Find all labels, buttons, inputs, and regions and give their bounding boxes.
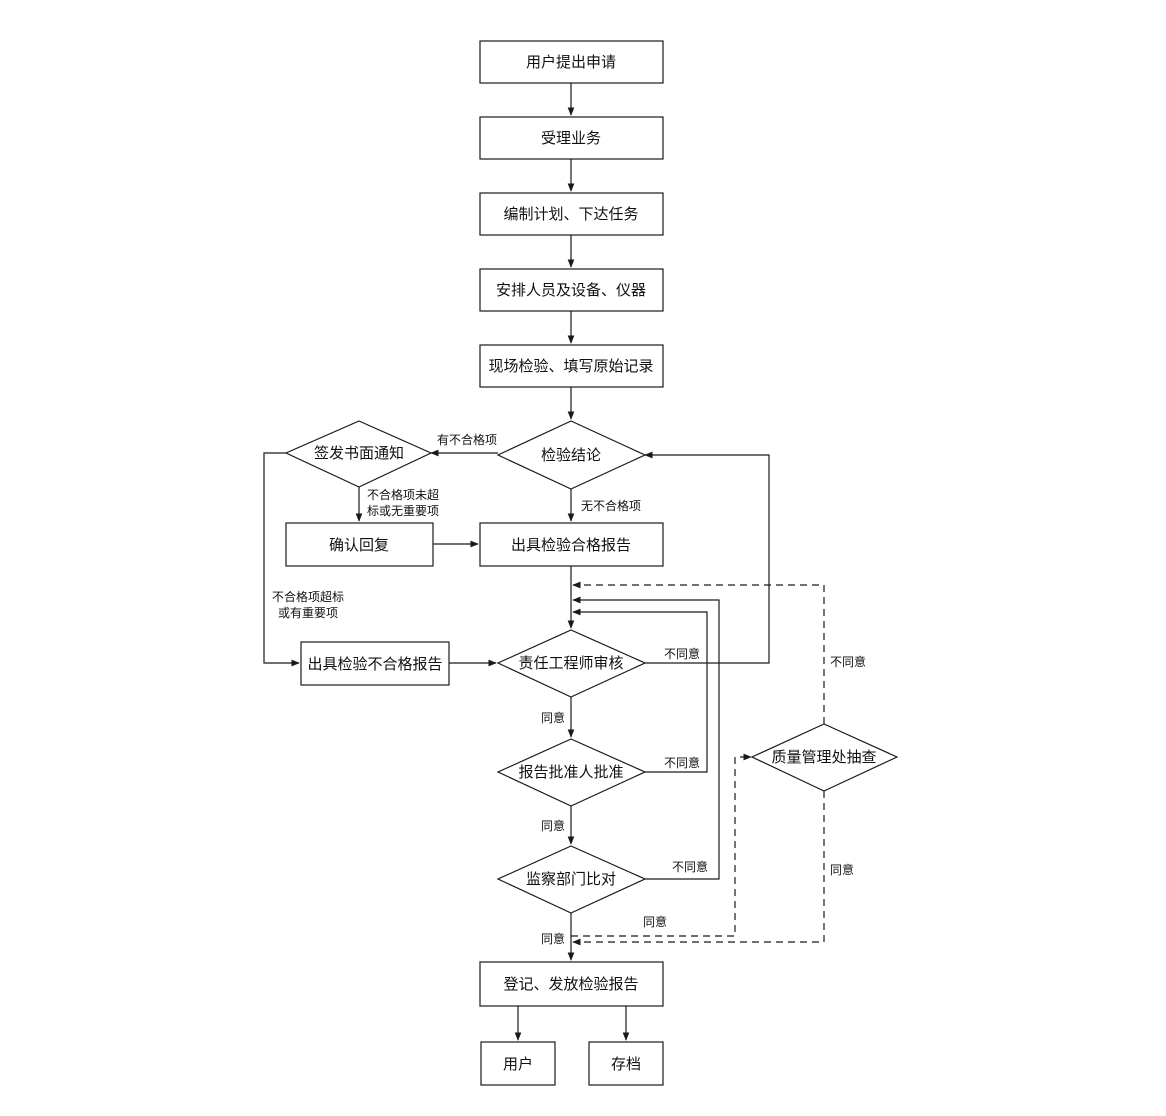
node-quality: 质量管理处抽查	[750, 723, 899, 792]
edges	[263, 83, 825, 1041]
label-disagree-quality: 不同意	[830, 654, 866, 669]
label-has-unqualified: 有不合格项	[437, 432, 497, 447]
nodes: 用户提出申请 受理业务 编制计划、下达任务 安排人员及设备、仪器 现场检验、填写…	[284, 40, 899, 1086]
node-arrange-label: 安排人员及设备、仪器	[496, 281, 646, 299]
node-apply-label: 用户提出申请	[526, 53, 616, 71]
node-archive: 存档	[588, 1041, 664, 1086]
label-major-line1: 不合格项超标	[272, 589, 344, 604]
node-pass-report-label: 出具检验合格报告	[511, 536, 631, 554]
edge-quality-agree	[572, 791, 825, 946]
node-arrange: 安排人员及设备、仪器	[479, 268, 664, 312]
node-notice-label: 签发书面通知	[314, 444, 404, 462]
node-issue-label: 登记、发放检验报告	[503, 975, 638, 993]
label-no-unqualified: 无不合格项	[581, 498, 641, 513]
node-archive-label: 存档	[611, 1055, 641, 1073]
node-engineer-label: 责任工程师审核	[518, 654, 623, 672]
node-quality-label: 质量管理处抽查	[771, 748, 876, 766]
node-supervision: 监察部门比对	[496, 845, 647, 914]
node-conclusion-label: 检验结论	[541, 446, 601, 464]
label-disagree-approver: 不同意	[664, 755, 700, 770]
node-user-label: 用户	[503, 1055, 533, 1073]
edge-supervision-disagree	[572, 596, 720, 880]
label-agree-engineer: 同意	[541, 710, 565, 725]
label-minor-line1: 不合格项未超	[367, 487, 439, 502]
node-plan: 编制计划、下达任务	[479, 192, 664, 236]
node-conclusion: 检验结论	[496, 420, 647, 490]
label-disagree-engineer: 不同意	[664, 646, 700, 661]
node-accept-label: 受理业务	[541, 129, 601, 147]
label-disagree-supervision: 不同意	[672, 859, 708, 874]
node-accept: 受理业务	[479, 116, 664, 160]
node-confirm: 确认回复	[285, 522, 434, 567]
edge-supervision-quality	[571, 753, 752, 937]
node-plan-label: 编制计划、下达任务	[503, 205, 638, 223]
label-agree-approver: 同意	[541, 818, 565, 833]
node-confirm-label: 确认回复	[329, 536, 389, 554]
node-fail-report: 出具检验不合格报告	[300, 641, 450, 686]
label-major-line2: 或有重要项	[278, 606, 338, 620]
node-fail-report-label: 出具检验不合格报告	[307, 655, 442, 673]
label-agree-supervision: 同意	[541, 931, 565, 946]
node-notice: 签发书面通知	[284, 420, 433, 488]
label-agree-supervision-right: 同意	[643, 914, 667, 929]
edge-notice-fail	[263, 452, 300, 667]
node-inspect: 现场检验、填写原始记录	[479, 344, 664, 388]
node-approver: 报告批准人批准	[496, 738, 647, 807]
node-approver-label: 报告批准人批准	[518, 763, 623, 781]
node-inspect-label: 现场检验、填写原始记录	[488, 357, 653, 375]
node-engineer: 责任工程师审核	[496, 629, 647, 698]
node-apply: 用户提出申请	[479, 40, 664, 84]
node-supervision-label: 监察部门比对	[526, 870, 616, 888]
node-pass-report: 出具检验合格报告	[479, 522, 664, 567]
edge-quality-disagree	[572, 581, 825, 724]
label-minor-line2: 标或无重要项	[367, 504, 439, 518]
node-user: 用户	[480, 1041, 556, 1086]
label-agree-quality: 同意	[830, 862, 854, 877]
edge-labels: 有不合格项 无不合格项 不合格项未超 标或无重要项 不合格项超标 或有重要项 不…	[272, 432, 866, 946]
node-issue: 登记、发放检验报告	[479, 961, 664, 1007]
edge-approver-disagree	[572, 608, 708, 773]
